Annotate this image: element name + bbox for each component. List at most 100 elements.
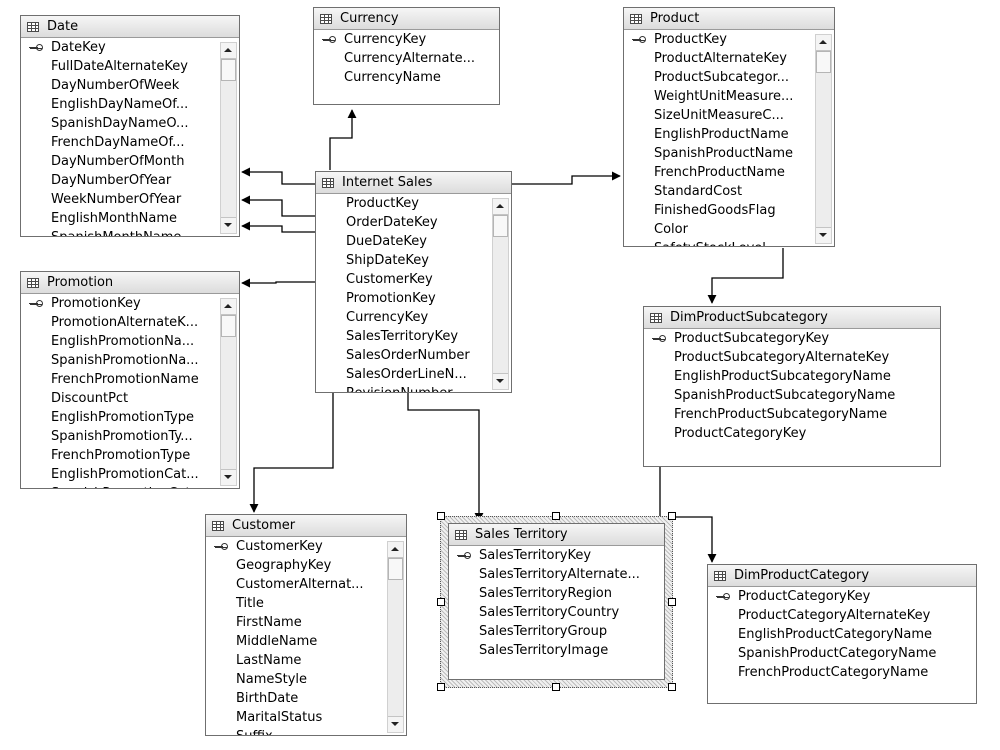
column-row[interactable]: SpanishMonthName	[21, 228, 239, 236]
column-row[interactable]: EnglishPromotionType	[21, 408, 239, 427]
column-row[interactable]: SafetyStockLevel	[624, 239, 834, 246]
column-row[interactable]: GeographyKey	[206, 556, 406, 575]
column-row[interactable]: SalesTerritoryKey	[316, 327, 511, 346]
table-dim-product-subcategory[interactable]: DimProductSubcategory ProductSubcategory…	[643, 306, 941, 467]
column-row[interactable]: CurrencyName	[314, 68, 499, 87]
column-row[interactable]: PromotionKey	[316, 289, 511, 308]
column-row[interactable]: WeightUnitMeasure...	[624, 87, 834, 106]
column-row[interactable]: EnglishMonthName	[21, 209, 239, 228]
table-header[interactable]: Product	[624, 8, 834, 30]
column-row[interactable]: SalesTerritoryCountry	[449, 603, 664, 622]
scroll-thumb[interactable]	[221, 59, 236, 81]
scrollbar[interactable]	[387, 541, 404, 733]
column-row[interactable]: FrenchProductCategoryName	[708, 663, 976, 682]
column-row[interactable]: SpanishDayNameO...	[21, 114, 239, 133]
table-header[interactable]: Customer	[206, 515, 406, 537]
column-row[interactable]: SalesTerritoryAlternate...	[449, 565, 664, 584]
column-row[interactable]: ProductCategoryKey	[708, 587, 976, 606]
scroll-down-icon[interactable]	[221, 217, 236, 233]
scroll-thumb[interactable]	[221, 315, 236, 337]
column-row[interactable]: CustomerAlternat...	[206, 575, 406, 594]
column-row[interactable]: OrderDateKey	[316, 213, 511, 232]
scrollbar[interactable]	[492, 198, 509, 390]
column-row[interactable]: DayNumberOfMonth	[21, 152, 239, 171]
column-row[interactable]: EnglishProductCategoryName	[708, 625, 976, 644]
column-row[interactable]: ProductCategoryKey	[644, 424, 940, 443]
scroll-down-icon[interactable]	[816, 227, 831, 243]
column-row[interactable]: Color	[624, 220, 834, 239]
scroll-down-icon[interactable]	[221, 469, 236, 485]
column-row[interactable]: CustomerKey	[206, 537, 406, 556]
column-row[interactable]: WeekNumberOfYear	[21, 190, 239, 209]
column-row[interactable]: EnglishProductSubcategoryName	[644, 367, 940, 386]
column-row[interactable]: StandardCost	[624, 182, 834, 201]
column-row[interactable]: ProductCategoryAlternateKey	[708, 606, 976, 625]
scroll-down-icon[interactable]	[388, 716, 403, 732]
column-row[interactable]: FrenchProductSubcategoryName	[644, 405, 940, 424]
column-row[interactable]: PromotionAlternateK...	[21, 313, 239, 332]
resize-handle-sw[interactable]	[437, 683, 445, 691]
column-row[interactable]: EnglishPromotionCat...	[21, 465, 239, 484]
column-row[interactable]: EnglishProductName	[624, 125, 834, 144]
column-row[interactable]: SpanishPromotionCat...	[21, 484, 239, 488]
table-header[interactable]: Internet Sales	[316, 172, 511, 194]
scrollbar[interactable]	[220, 298, 237, 486]
column-row[interactable]: SpanishProductCategoryName	[708, 644, 976, 663]
column-row[interactable]: BirthDate	[206, 689, 406, 708]
column-row[interactable]: MiddleName	[206, 632, 406, 651]
column-row[interactable]: CurrencyKey	[314, 30, 499, 49]
scroll-down-icon[interactable]	[493, 373, 508, 389]
scroll-thumb[interactable]	[816, 51, 831, 73]
table-header[interactable]: DimProductCategory	[708, 565, 976, 587]
column-row[interactable]: FrenchProductName	[624, 163, 834, 182]
resize-handle-ne[interactable]	[668, 512, 676, 520]
scroll-up-icon[interactable]	[221, 299, 236, 315]
column-row[interactable]: DiscountPct	[21, 389, 239, 408]
column-row[interactable]: SpanishPromotionTy...	[21, 427, 239, 446]
column-row[interactable]: CurrencyAlternate...	[314, 49, 499, 68]
column-row[interactable]: ProductSubcategoryAlternateKey	[644, 348, 940, 367]
column-row[interactable]: SpanishProductName	[624, 144, 834, 163]
scroll-thumb[interactable]	[493, 215, 508, 237]
table-header[interactable]: Date	[21, 16, 239, 38]
resize-handle-e[interactable]	[668, 598, 676, 606]
column-row[interactable]: DueDateKey	[316, 232, 511, 251]
column-row[interactable]: DateKey	[21, 38, 239, 57]
column-row[interactable]: ProductSubcategoryKey	[644, 329, 940, 348]
column-row[interactable]: ProductKey	[316, 194, 511, 213]
scroll-up-icon[interactable]	[816, 35, 831, 51]
column-row[interactable]: FullDateAlternateKey	[21, 57, 239, 76]
table-header[interactable]: Sales Territory	[449, 524, 664, 546]
column-row[interactable]: FrenchPromotionType	[21, 446, 239, 465]
column-row[interactable]: SalesTerritoryGroup	[449, 622, 664, 641]
scrollbar[interactable]	[815, 34, 832, 244]
resize-handle-w[interactable]	[437, 598, 445, 606]
resize-handle-se[interactable]	[668, 683, 676, 691]
column-row[interactable]: DayNumberOfYear	[21, 171, 239, 190]
table-header[interactable]: Currency	[314, 8, 499, 30]
column-row[interactable]: SalesTerritoryImage	[449, 641, 664, 660]
column-row[interactable]: SizeUnitMeasureC...	[624, 106, 834, 125]
column-row[interactable]: SalesOrderLineN...	[316, 365, 511, 384]
scroll-up-icon[interactable]	[221, 43, 236, 59]
column-row[interactable]: NameStyle	[206, 670, 406, 689]
column-row[interactable]: FinishedGoodsFlag	[624, 201, 834, 220]
column-row[interactable]: DayNumberOfWeek	[21, 76, 239, 95]
column-row[interactable]: Suffix	[206, 727, 406, 735]
column-row[interactable]: CurrencyKey	[316, 308, 511, 327]
column-row[interactable]: PromotionKey	[21, 294, 239, 313]
column-row[interactable]: FirstName	[206, 613, 406, 632]
column-row[interactable]: ProductAlternateKey	[624, 49, 834, 68]
column-row[interactable]: LastName	[206, 651, 406, 670]
column-row[interactable]: ShipDateKey	[316, 251, 511, 270]
column-row[interactable]: Title	[206, 594, 406, 613]
column-row[interactable]: FrenchDayNameOf...	[21, 133, 239, 152]
column-row[interactable]: CustomerKey	[316, 270, 511, 289]
column-row[interactable]: RevisionNumber	[316, 384, 511, 392]
